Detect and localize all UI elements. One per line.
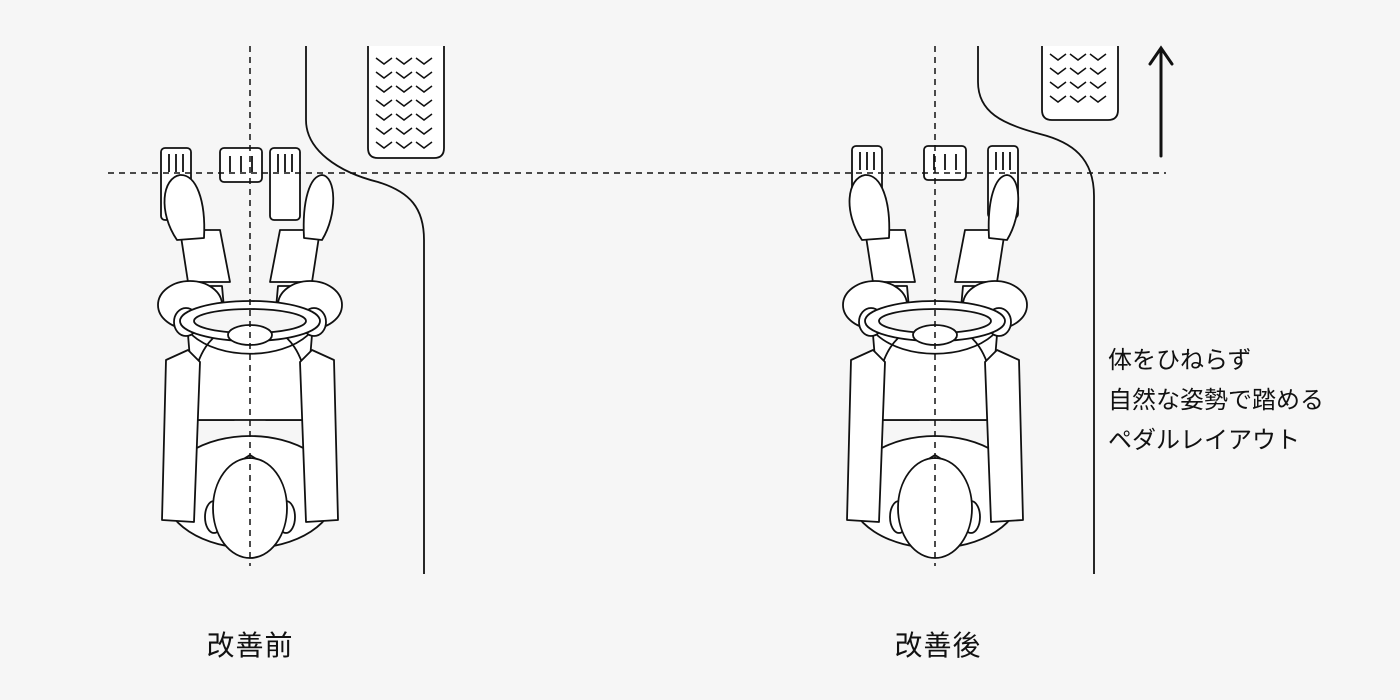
accelerator-pedal-before (269, 147, 301, 221)
wheel-well-outline-before (305, 46, 425, 574)
front-tire-after (1041, 46, 1119, 121)
before-layout (157, 46, 445, 574)
note-line-2: 自然な姿勢で踏める (1108, 386, 1324, 414)
explanation-note: 体をひねらず 自然な姿勢で踏める ペダルレイアウト (1108, 340, 1324, 460)
brake-pedal-before (219, 147, 263, 183)
caption-after: 改善後 (894, 629, 982, 662)
note-line-1: 体をひねらず (1108, 346, 1252, 374)
after-layout (842, 46, 1119, 574)
front-tire-before (367, 46, 445, 159)
note-line-3: ペダルレイアウト (1108, 426, 1300, 454)
forward-arrow-icon (1148, 45, 1174, 158)
brake-pedal-after (923, 145, 967, 181)
caption-before: 改善前 (206, 629, 294, 662)
